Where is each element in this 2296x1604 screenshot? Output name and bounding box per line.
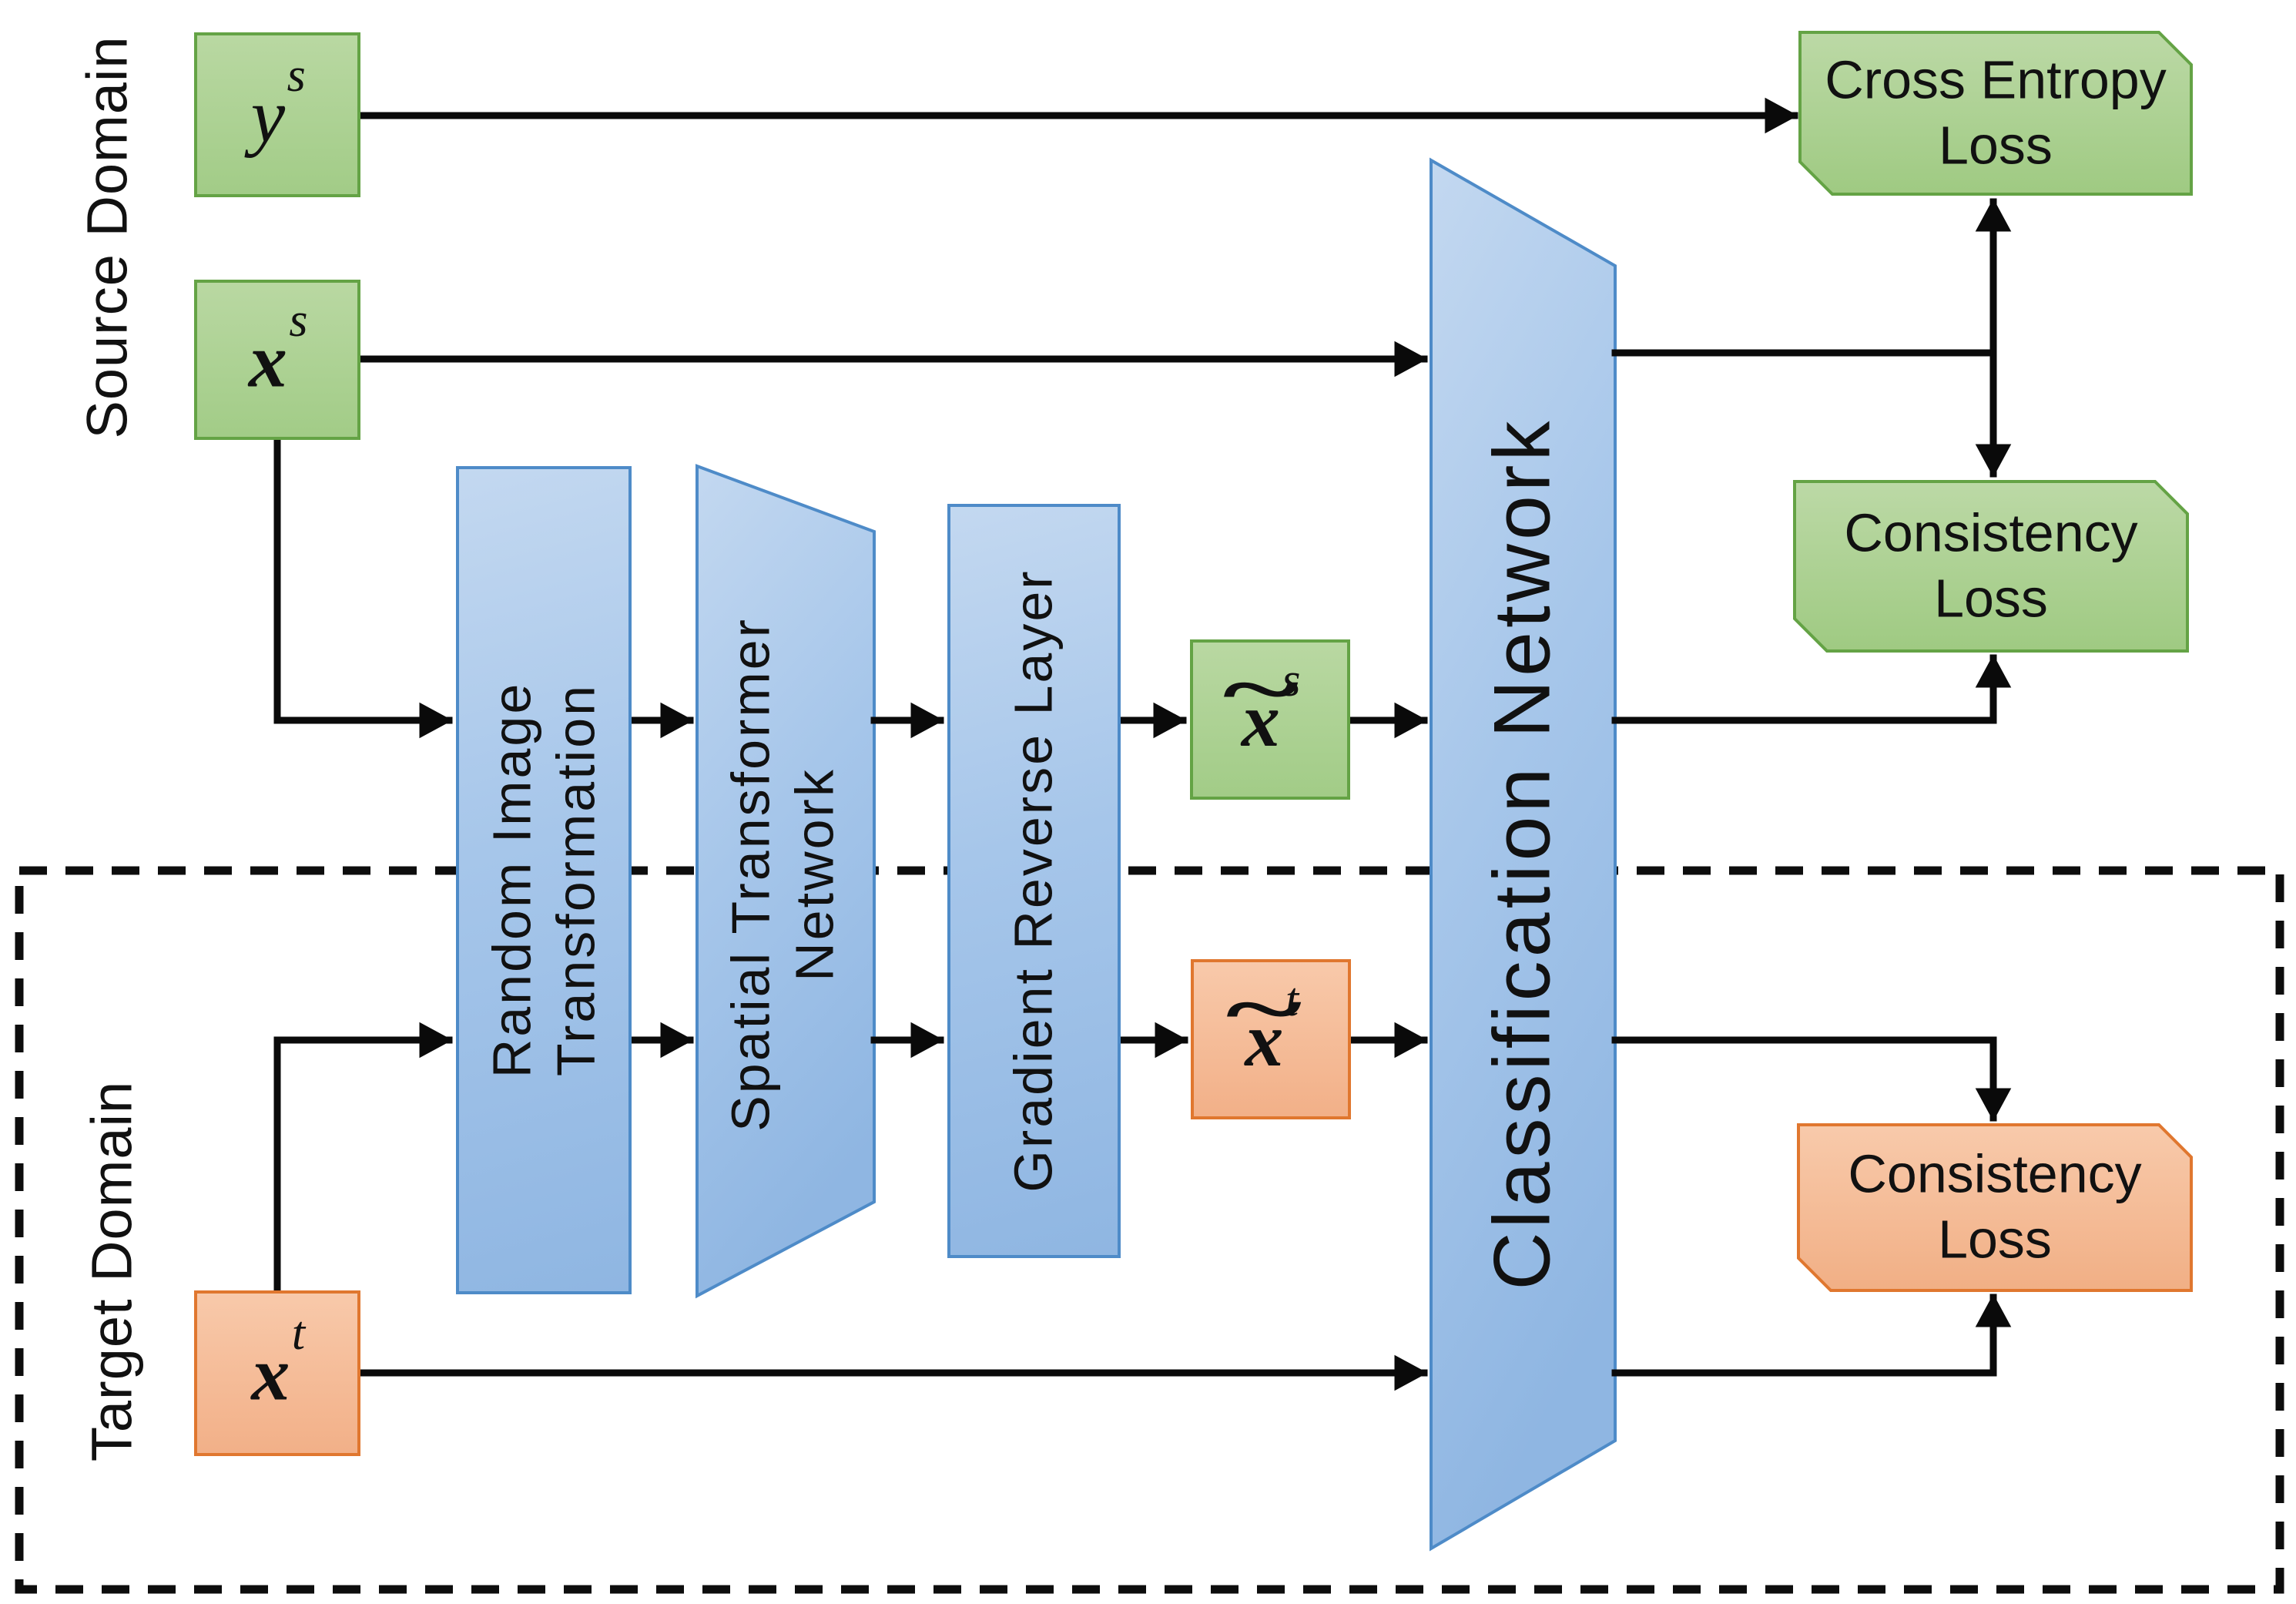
arrow-xt-to-random (273, 1022, 453, 1294)
arrow-cn-to-consistency-target-top (1611, 1036, 2012, 1122)
xt-box: xt (194, 1290, 360, 1456)
arrow-cn-to-consistency-target-bottom (1611, 1294, 2012, 1377)
xtilde-s-label: ~xs (1222, 646, 1301, 763)
consistency-loss-source-label: Consistency Loss (1844, 502, 2138, 629)
spatial-transformer-network-shape (696, 464, 876, 1299)
spatial-transformer-network-label: Spatial Transformer Network (720, 617, 844, 1132)
xs-box: xs (194, 280, 360, 440)
xtilde-s-box: ~xs (1190, 639, 1350, 800)
consistency-loss-source-shape (1793, 480, 2189, 653)
cross-entropy-loss-label: Cross Entropy Loss (1825, 49, 2167, 176)
target-domain-dashed-region (15, 866, 2284, 1594)
consistency-loss-target-label: Consistency Loss (1848, 1143, 2142, 1270)
arrow-cn-to-consistency-source (1611, 654, 2012, 724)
random-image-transformation-block (456, 466, 632, 1294)
xtilde-t-label: ~xt (1225, 966, 1302, 1083)
classification-network-label: Classification Network (1477, 417, 1567, 1290)
classification-network-shape (1430, 157, 1617, 1552)
xtilde-t-box: ~xt (1191, 959, 1351, 1119)
consistency-loss-target-shape (1797, 1123, 2193, 1292)
cross-entropy-loss-shape (1798, 31, 2193, 196)
xs-label: xs (248, 294, 308, 404)
arrow-xs-to-random (273, 436, 453, 739)
target-domain-label: Target Domain (79, 1080, 144, 1462)
source-domain-label: Source Domain (75, 35, 139, 439)
gradient-reverse-layer-label: Gradient Reverse Layer (1003, 569, 1064, 1193)
ys-label: ys (250, 49, 306, 159)
ys-box: ys (194, 32, 360, 197)
xt-label: xt (251, 1307, 306, 1417)
random-image-transformation-label: Random Image Transformation (481, 681, 605, 1079)
gradient-reverse-layer-block (947, 504, 1121, 1258)
